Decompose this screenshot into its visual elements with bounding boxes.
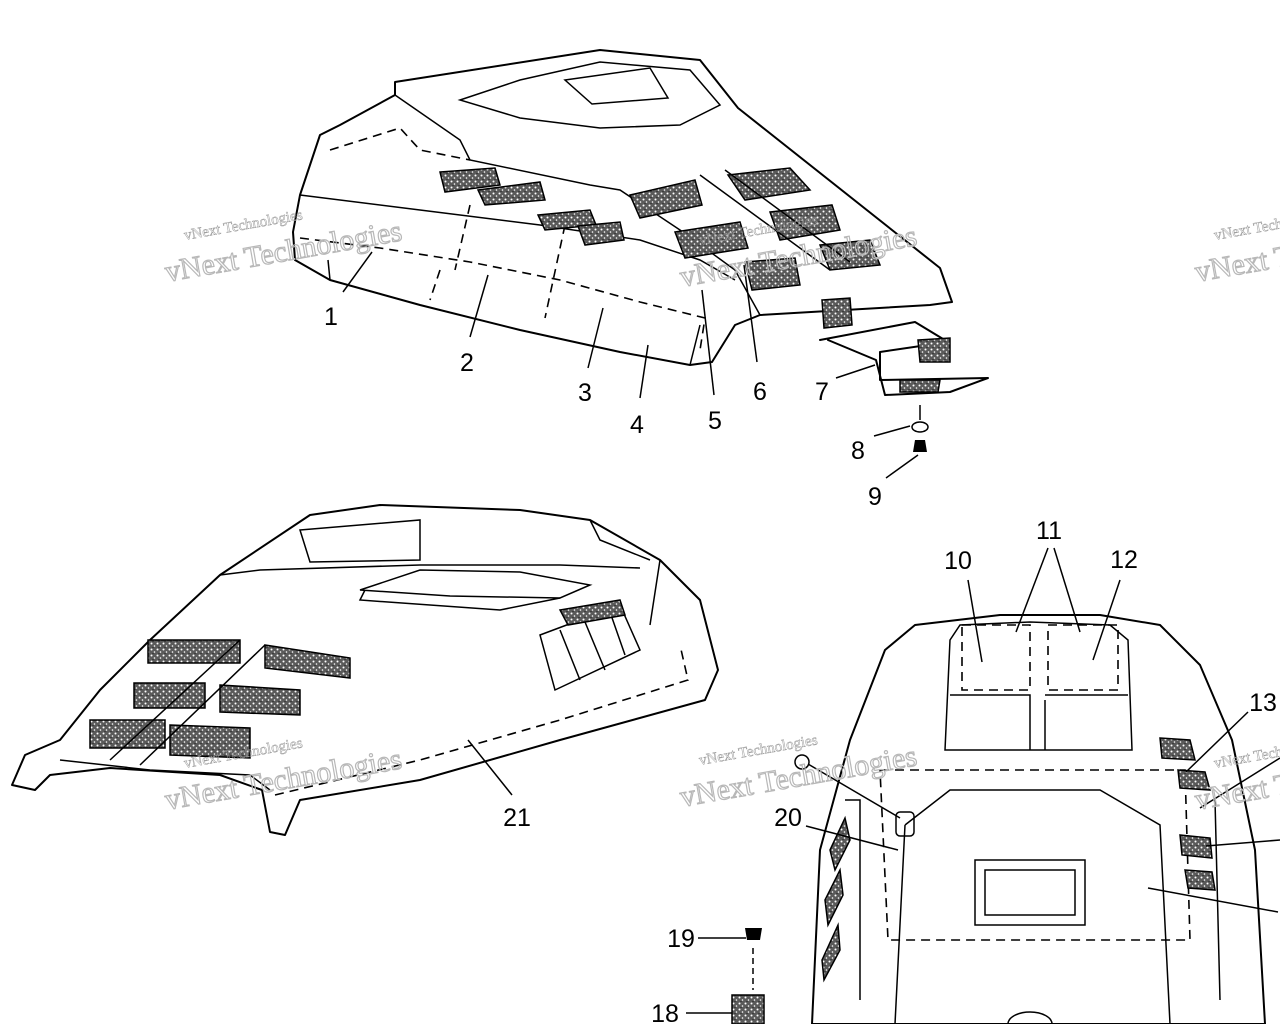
- watermarks: vNext Technologies vNext Technologies vN…: [162, 207, 1280, 817]
- callout-1: 1: [324, 303, 338, 331]
- hood-front-view-middle: [11, 504, 719, 836]
- hood-top-view-bottom: [731, 614, 1266, 1029]
- callout-8: 8: [851, 437, 865, 465]
- callout-19: 19: [667, 925, 695, 953]
- callout-10: 10: [944, 547, 972, 575]
- callout-21: 21: [503, 804, 531, 832]
- callout-13: 13: [1249, 689, 1277, 717]
- callout-labels: 1 2 3 4 5 6 7 8 9 10 11 12 13 18 19 20 2…: [324, 303, 1277, 1028]
- hood-side-view-top: [292, 49, 989, 452]
- leader-lines: [342, 251, 1280, 1014]
- callout-18: 18: [651, 1000, 679, 1024]
- watermark-small: vNext Technologies: [1213, 207, 1280, 244]
- watermark-small: vNext Technologies: [1213, 735, 1280, 772]
- callout-3: 3: [578, 379, 592, 407]
- callout-12: 12: [1110, 546, 1138, 574]
- callout-11: 11: [1036, 517, 1062, 545]
- callout-4: 4: [630, 411, 644, 439]
- callout-9: 9: [868, 483, 882, 511]
- callout-6: 6: [753, 378, 767, 406]
- callout-5: 5: [708, 407, 722, 435]
- callout-7: 7: [815, 378, 829, 406]
- callout-2: 2: [460, 349, 474, 377]
- callout-20: 20: [774, 804, 802, 832]
